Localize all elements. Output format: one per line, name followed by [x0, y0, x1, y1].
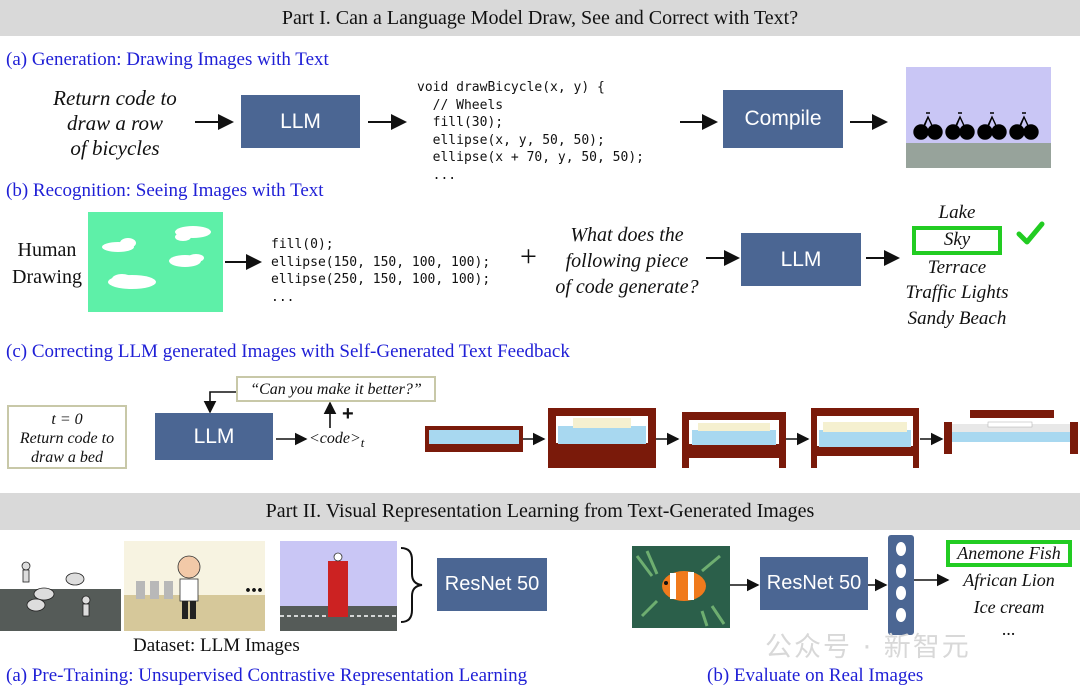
bicycles-image: [906, 67, 1051, 168]
evaluate-caption: (b) Evaluate on Real Images: [707, 665, 924, 686]
label-ellipsis: ...: [1002, 619, 1016, 639]
bicycle: [913, 112, 943, 140]
prompt-line: Return code to: [53, 86, 177, 110]
label-anemone-fish: Anemone Fish: [946, 540, 1072, 567]
prompt-line: of bicycles: [70, 136, 160, 160]
generation-code: void drawBicycle(x, y) { // Wheels fill(…: [417, 80, 644, 183]
question-line: What does the: [570, 224, 684, 246]
clownfish-image: [632, 546, 730, 628]
bicycle: [1009, 112, 1039, 140]
question-line: following piece: [565, 250, 689, 272]
prompt-line: draw a row: [66, 111, 164, 135]
sky-drawing: [88, 212, 223, 312]
bicycle: [945, 112, 975, 140]
label-ice-cream: Ice cream: [973, 597, 1045, 617]
code-label-subscript: t: [360, 435, 365, 451]
bed-image-1: [425, 426, 523, 452]
pretraining-caption: (a) Pre-Training: Unsupervised Contrasti…: [6, 665, 528, 686]
question-line: of code generate?: [555, 276, 699, 298]
eval-labels: Anemone Fish African Lion Ice cream ...: [944, 540, 1074, 639]
recognition-code: fill(0); ellipse(150, 150, 100, 100); el…: [271, 237, 491, 305]
dataset-ellipsis: ...: [245, 572, 263, 598]
bed-image-4: [811, 408, 919, 468]
plus-sign: +: [520, 240, 537, 273]
part2-title: Part II. Visual Representation Learning …: [265, 500, 815, 522]
recognition-question: What does the following piece of code ge…: [548, 222, 706, 300]
llm-box: LLM: [241, 95, 360, 148]
label-line: Human: [17, 239, 77, 261]
watermark: 公众号 · 新智元: [765, 632, 971, 663]
option-sandy-beach: Sandy Beach: [907, 307, 1007, 329]
dataset-image-person: [124, 541, 265, 631]
dataset-label: Dataset: LLM Images: [133, 635, 300, 656]
feature-vector: [888, 535, 914, 635]
check-icon: [1016, 221, 1045, 245]
recognition-heading: (b) Recognition: Seeing Images with Text: [6, 180, 324, 201]
part1-title: Part I. Can a Language Model Draw, See a…: [281, 6, 799, 29]
bed-image-3: [682, 412, 786, 468]
prompt-line: Return code to: [19, 430, 115, 447]
option-sky: Sky: [912, 225, 1002, 255]
feedback-box: “Can you make it better?”: [236, 376, 436, 402]
dataset-image-tower: [280, 541, 397, 631]
generation-prompt: Return code to draw a row of bicycles: [40, 86, 190, 161]
part1-title-bar: Part I. Can a Language Model Draw, See a…: [0, 0, 1080, 36]
bed-image-5: [944, 410, 1078, 454]
brace: [400, 547, 423, 623]
prompt-line: draw a bed: [31, 449, 103, 466]
bicycle: [977, 112, 1007, 140]
prompt-line: t = 0: [51, 411, 83, 428]
code-label: <code>t: [309, 430, 364, 451]
label-line: Drawing: [12, 266, 82, 288]
label-anemone-fish-text: Anemone Fish: [957, 543, 1061, 563]
llm-box: LLM: [155, 413, 273, 460]
correction-prompt-box: t = 0 Return code to draw a bed: [7, 405, 127, 469]
option-terrace: Terrace: [927, 256, 987, 278]
bed-image-2: [548, 408, 656, 468]
arrow: [203, 391, 236, 414]
resnet-box-eval: ResNet 50: [760, 557, 868, 610]
dataset-image-sheep: [0, 541, 121, 631]
option-sky-text: Sky: [943, 228, 971, 250]
resnet-box-pretrain: ResNet 50: [437, 558, 547, 611]
llm-box: LLM: [741, 233, 861, 286]
compile-box: Compile: [723, 90, 843, 148]
option-lake: Lake: [938, 202, 976, 223]
recognition-options: Lake Sky Terrace Traffic Lights Sandy Be…: [897, 200, 1017, 331]
human-drawing-label: Human Drawing: [6, 237, 88, 291]
correction-heading: (c) Correcting LLM generated Images with…: [6, 341, 570, 362]
option-traffic-lights: Traffic Lights: [905, 282, 1009, 303]
label-african-lion: African Lion: [963, 570, 1055, 590]
part2-title-bar: Part II. Visual Representation Learning …: [0, 493, 1080, 530]
generation-heading: (a) Generation: Drawing Images with Text: [6, 49, 329, 70]
code-label-text: <code>: [309, 430, 361, 447]
plus-sign: +: [342, 403, 354, 425]
